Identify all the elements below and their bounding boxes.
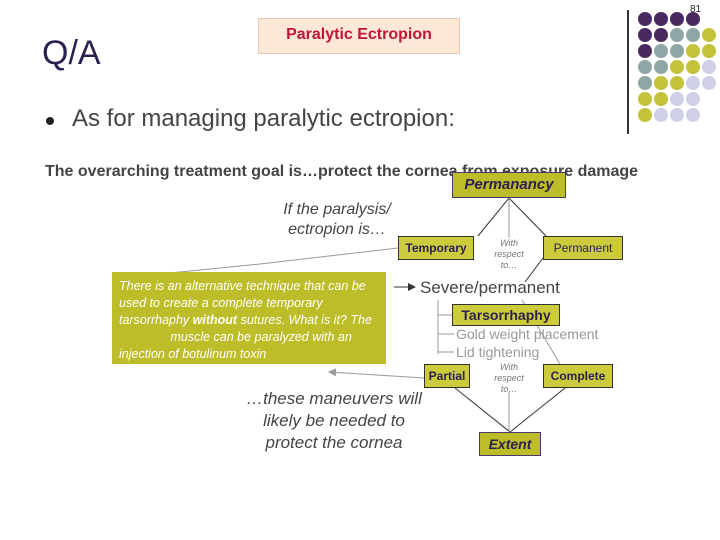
dot xyxy=(702,60,716,74)
question-text: muscle can be paralyzed with an injectio… xyxy=(119,330,352,361)
slide-number: 81 xyxy=(690,4,702,15)
question-box: There is an alternative technique that c… xyxy=(112,272,386,364)
dot xyxy=(654,76,668,90)
dot xyxy=(654,108,668,122)
vertical-divider xyxy=(627,10,629,134)
dot xyxy=(670,92,684,106)
tarsorrhaphy-box: Tarsorrhaphy xyxy=(452,304,560,326)
connector-arrow xyxy=(328,368,425,379)
dot xyxy=(670,28,684,42)
bullet-text: As for managing paralytic ectropion: xyxy=(72,105,455,132)
temporary-box: Temporary xyxy=(398,236,474,260)
dot xyxy=(670,108,684,122)
dot xyxy=(638,76,652,90)
dot xyxy=(654,28,668,42)
dot xyxy=(638,12,652,26)
severe-permanent-text: Severe/permanent xyxy=(420,278,560,297)
dot xyxy=(654,60,668,74)
header-box xyxy=(258,18,460,54)
connector-line xyxy=(509,387,566,433)
dot xyxy=(654,12,668,26)
dot xyxy=(670,44,684,58)
question-text: There is an alternative technique that c… xyxy=(119,279,366,327)
connector-line xyxy=(454,387,511,433)
dot xyxy=(702,44,716,58)
dot xyxy=(638,28,652,42)
dot xyxy=(670,60,684,74)
question-text: sutures. What is it? The xyxy=(240,313,372,327)
header-title: Paralytic Ectropion xyxy=(286,26,432,43)
dot xyxy=(670,76,684,90)
dot xyxy=(686,60,700,74)
dot xyxy=(686,12,700,26)
with-respect-label: With respect to… xyxy=(494,238,524,270)
dot xyxy=(686,44,700,58)
connector-line xyxy=(477,197,510,237)
dot xyxy=(702,76,716,90)
dot xyxy=(638,60,652,74)
with-respect-label: With respect to… xyxy=(494,362,524,394)
dot xyxy=(686,92,700,106)
question-bold-word: without xyxy=(192,313,238,327)
lid-tightening-text: Lid tightening xyxy=(456,344,540,360)
if-paralysis-text: If the paralysis/ ectropion is… xyxy=(283,201,391,238)
dot xyxy=(686,76,700,90)
dot xyxy=(702,28,716,42)
page-title: Q/A xyxy=(42,34,101,72)
complete-box: Complete xyxy=(543,364,613,388)
connector-line xyxy=(259,247,399,265)
permanent-box: Permanent xyxy=(543,236,623,260)
extent-box: Extent xyxy=(479,432,541,456)
bullet-marker xyxy=(46,117,54,125)
dot xyxy=(686,108,700,122)
dot xyxy=(638,44,652,58)
connector-line xyxy=(508,197,547,237)
dot xyxy=(638,108,652,122)
dot xyxy=(638,92,652,106)
dot xyxy=(654,92,668,106)
connector-line xyxy=(524,257,544,283)
partial-box: Partial xyxy=(424,364,470,388)
dot xyxy=(686,28,700,42)
dot xyxy=(670,12,684,26)
dot xyxy=(654,44,668,58)
permanancy-box: Permanancy xyxy=(452,172,566,198)
these-maneuvers-text: …these maneuvers will likely be needed t… xyxy=(246,389,422,452)
gold-weight-text: Gold weight placement xyxy=(456,326,599,342)
